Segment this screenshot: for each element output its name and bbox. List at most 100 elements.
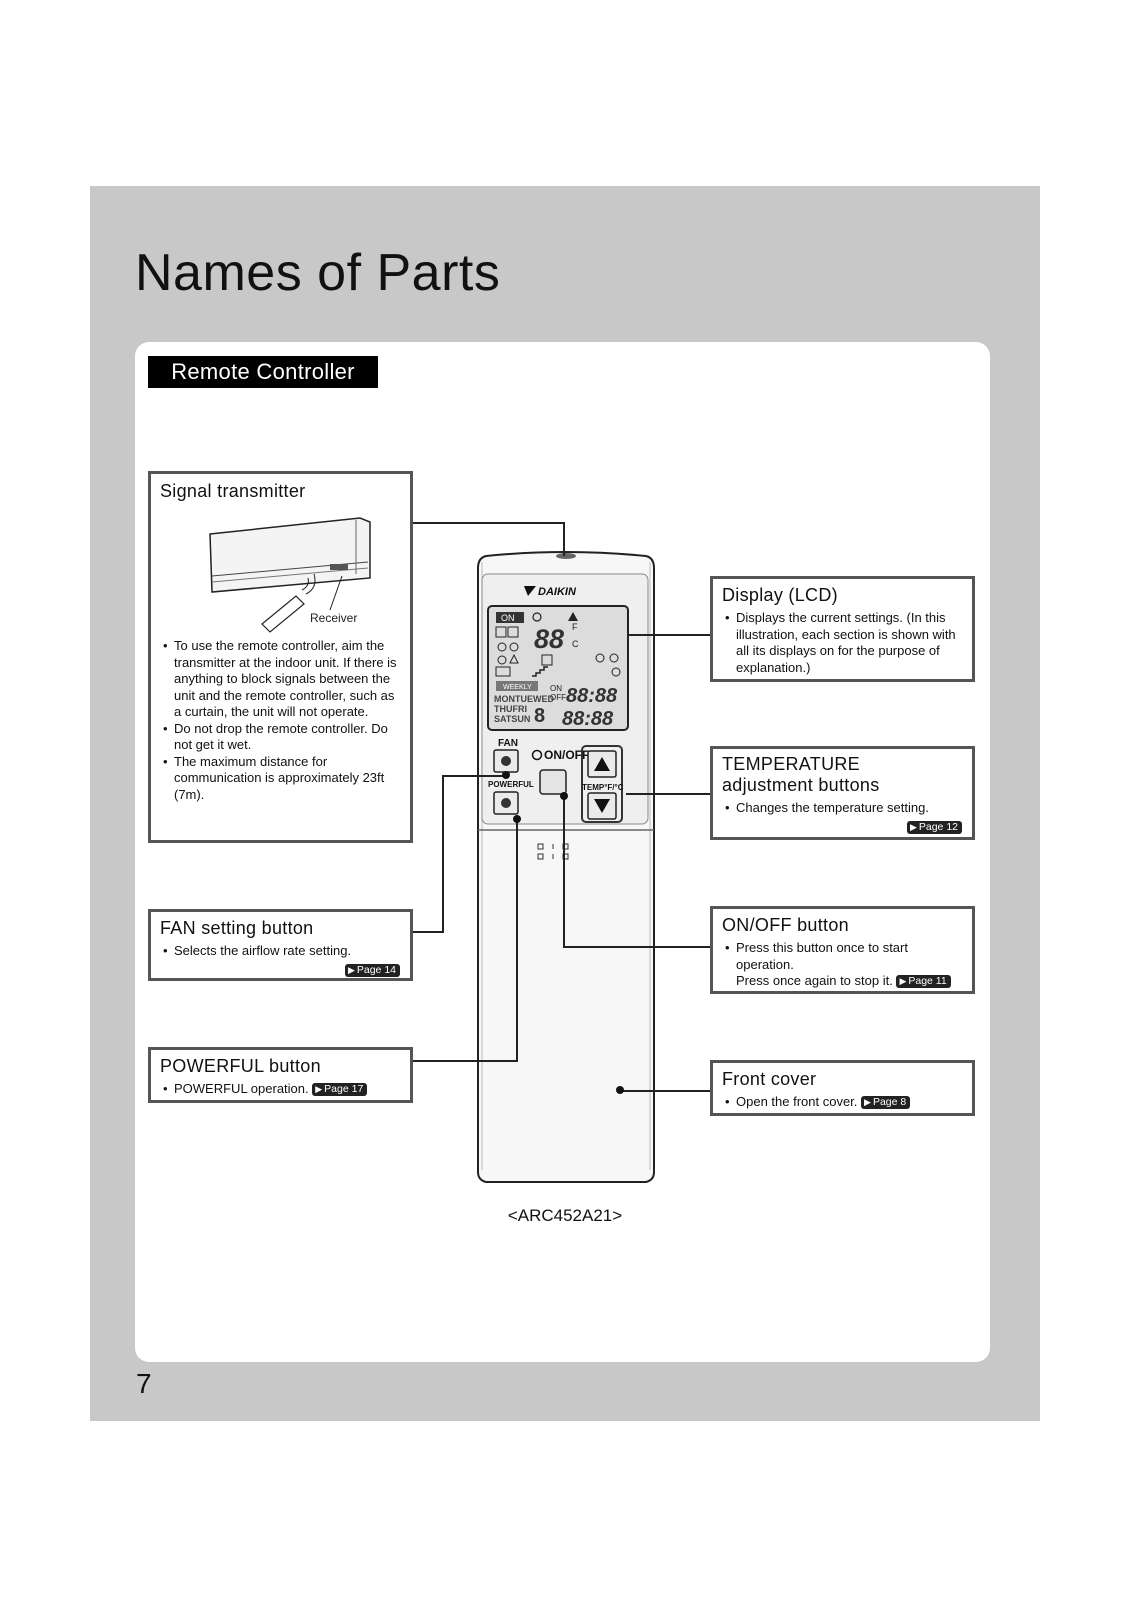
lcd-timer-off: OFF bbox=[550, 693, 566, 702]
lcd-auto-icon bbox=[495, 626, 507, 638]
front-cover-page-ref[interactable]: ▶Page 8 bbox=[861, 1096, 911, 1109]
onoff-button[interactable] bbox=[539, 769, 567, 795]
leader-signal-h bbox=[411, 522, 565, 524]
fan-setting-heading: FAN setting button bbox=[160, 918, 314, 938]
lcd-unit-f: F bbox=[572, 622, 578, 632]
onoff-label: ON/OFF bbox=[544, 748, 589, 762]
powerful-bullet: POWERFUL operation. bbox=[174, 1081, 309, 1096]
leader-onoff-dot bbox=[560, 792, 568, 800]
section-label: Remote Controller bbox=[148, 356, 378, 388]
powerful-icon bbox=[501, 798, 511, 808]
receiver-label: Receiver bbox=[310, 611, 357, 625]
onoff-page-ref-text: Page 11 bbox=[908, 975, 947, 987]
daikin-logo-icon bbox=[524, 586, 536, 596]
up-arrow-icon bbox=[594, 757, 610, 771]
lcd-clock1: 88:88 bbox=[566, 685, 618, 707]
lcd-airflow-bars-icon bbox=[532, 666, 548, 677]
lcd-clock2: 88:88 bbox=[562, 708, 614, 730]
signal-bullet-1: To use the remote controller, aim the tr… bbox=[160, 638, 400, 721]
powerful-heading: POWERFUL button bbox=[160, 1056, 321, 1076]
lcd-temp-digits: 88 bbox=[534, 624, 564, 654]
lcd-fan-icon bbox=[497, 655, 507, 665]
lcd-person2-icon bbox=[609, 653, 619, 663]
lcd-econo-icon bbox=[495, 666, 511, 677]
front-cover-bullet: Open the front cover. bbox=[736, 1094, 858, 1109]
fan-page-ref-text: Page 14 bbox=[356, 963, 396, 976]
lcd-fan-auto-icon bbox=[541, 654, 553, 666]
leader-fan-dot bbox=[502, 771, 510, 779]
lcd-arrow-icon bbox=[568, 612, 578, 621]
lcd-snowflake-icon bbox=[497, 642, 507, 652]
page-number: 7 bbox=[136, 1368, 152, 1399]
temperature-heading-1: TEMPERATURE bbox=[722, 754, 860, 774]
fan-label: FAN bbox=[498, 738, 518, 749]
play-arrow-icon: ▶ bbox=[899, 976, 907, 986]
model-label: <ARC452A21> bbox=[507, 1206, 623, 1225]
leader-powerful-dot bbox=[513, 815, 521, 823]
play-arrow-icon: ▶ bbox=[909, 821, 917, 832]
callout-onoff: ON/OFF button Press this button once to … bbox=[710, 906, 975, 994]
callout-fan-setting: FAN setting button Selects the airflow r… bbox=[148, 909, 413, 981]
remote-controller-illustration: DAIKIN ON 88 F C WEEKLY MONTUEWED THUFRI… bbox=[477, 551, 655, 1183]
lcd-weekly: WEEKLY bbox=[503, 684, 532, 691]
callout-signal-transmitter: Signal transmitter Receiver To use the r… bbox=[148, 471, 413, 843]
leader-fan-c bbox=[413, 931, 444, 933]
leader-onoff-b bbox=[563, 946, 710, 948]
callout-temperature: TEMPERATURE adjustment buttons Changes t… bbox=[710, 746, 975, 840]
lcd-person-icon bbox=[595, 653, 605, 663]
callout-front-cover: Front cover Open the front cover. ▶Page … bbox=[710, 1060, 975, 1116]
leader-display bbox=[628, 634, 710, 636]
play-arrow-icon: ▶ bbox=[315, 1084, 323, 1094]
front-cover-heading: Front cover bbox=[722, 1069, 817, 1089]
lcd-drop-icon bbox=[509, 653, 519, 664]
lcd-cool-icon bbox=[507, 626, 519, 638]
leader-temperature bbox=[626, 793, 710, 795]
onoff-bullet-2: Press once again to stop it. bbox=[736, 973, 893, 988]
leader-signal-v bbox=[563, 522, 565, 556]
signal-bullet-2: Do not drop the remote controller. Do no… bbox=[160, 721, 400, 754]
temperature-page-ref-text: Page 12 bbox=[918, 820, 958, 833]
fan-icon bbox=[501, 756, 511, 766]
indoor-unit-illustration: Receiver bbox=[209, 517, 371, 633]
lcd-moon-icon bbox=[611, 667, 621, 677]
temperature-bullet: Changes the temperature setting. bbox=[722, 800, 962, 817]
leader-powerful-a bbox=[516, 819, 518, 1062]
lcd-days-row1: MONTUEWED bbox=[494, 694, 554, 704]
lcd-power-icon bbox=[532, 612, 542, 622]
leader-fan-a bbox=[444, 775, 506, 777]
temperature-page-ref[interactable]: ▶Page 12 bbox=[906, 820, 962, 834]
play-arrow-icon: ▶ bbox=[347, 964, 355, 975]
lcd-timer-on: ON bbox=[550, 684, 562, 693]
lcd-sun-icon bbox=[509, 642, 519, 652]
signal-waves-icon bbox=[301, 573, 316, 595]
leader-fan-b bbox=[442, 775, 444, 933]
leader-front-cover bbox=[620, 1090, 710, 1092]
lcd-days-row2: THUFRI bbox=[494, 704, 527, 714]
lcd-unit-c: C bbox=[572, 639, 579, 649]
powerful-page-ref-text: Page 17 bbox=[324, 1083, 364, 1095]
lcd-on: ON bbox=[501, 613, 515, 623]
onoff-power-icon bbox=[531, 749, 543, 761]
lcd-days-row3: SATSUN bbox=[494, 714, 530, 724]
powerful-label: POWERFUL bbox=[488, 780, 534, 789]
down-arrow-icon bbox=[594, 799, 610, 813]
leader-front-cover-dot bbox=[616, 1086, 624, 1094]
display-bullet: Displays the current settings. (In this … bbox=[722, 610, 962, 676]
lcd-display bbox=[487, 605, 629, 731]
onoff-heading: ON/OFF button bbox=[722, 915, 849, 935]
onoff-page-ref[interactable]: ▶Page 11 bbox=[896, 975, 951, 988]
leader-powerful-b bbox=[413, 1060, 518, 1062]
fan-page-ref[interactable]: ▶Page 14 bbox=[344, 963, 400, 977]
fan-setting-bullet: Selects the airflow rate setting. bbox=[160, 943, 400, 960]
leader-onoff-a bbox=[563, 796, 565, 948]
play-arrow-icon: ▶ bbox=[864, 1097, 871, 1107]
display-heading: Display (LCD) bbox=[722, 585, 838, 605]
lcd-day-digit: 8 bbox=[534, 705, 545, 727]
page-title: Names of Parts bbox=[135, 244, 501, 302]
signal-transmitter-heading: Signal transmitter bbox=[160, 481, 306, 501]
powerful-page-ref[interactable]: ▶Page 17 bbox=[312, 1083, 368, 1096]
callout-display: Display (LCD) Displays the current setti… bbox=[710, 576, 975, 682]
callout-powerful: POWERFUL button POWERFUL operation. ▶Pag… bbox=[148, 1047, 413, 1103]
front-cover-page-ref-text: Page 8 bbox=[872, 1096, 907, 1108]
signal-bullet-3: The maximum distance for communication i… bbox=[160, 754, 400, 804]
